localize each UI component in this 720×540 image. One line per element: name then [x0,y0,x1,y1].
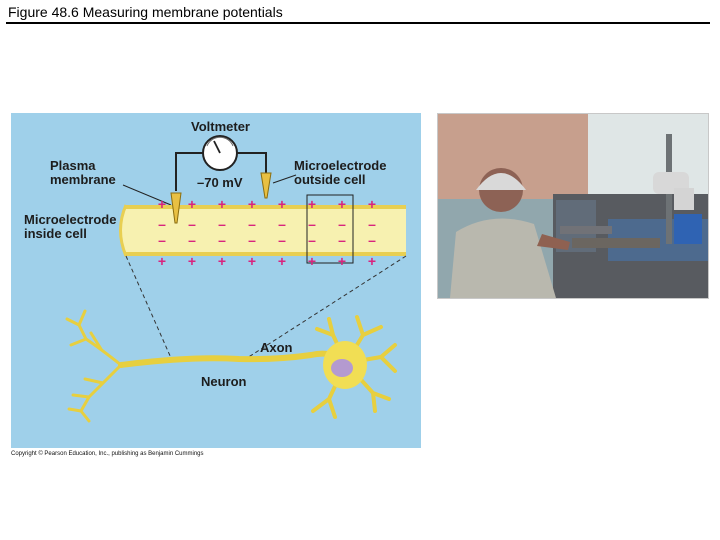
axon-label: Axon [260,340,293,355]
charge-minus-lower: – [308,232,316,248]
title-divider [6,22,710,24]
charge-minus-lower: – [218,232,226,248]
charge-minus-upper: – [308,216,316,232]
charge-minus-upper: – [278,216,286,232]
charge-minus-upper: – [218,216,226,232]
charge-plus-bottom: + [278,253,286,269]
voltmeter-icon [203,136,237,170]
charge-plus-bottom: + [158,253,166,269]
microelectrode-inside-label-line2: inside cell [24,226,87,241]
zoom-line-left [126,256,171,358]
charge-plus-top: + [278,196,286,212]
charge-plus-top: + [308,196,316,212]
charge-minus-lower: – [248,232,256,248]
charge-minus-lower: – [338,232,346,248]
charge-plus-bottom: + [338,253,346,269]
charge-plus-top: + [218,196,226,212]
lab-photo [437,113,709,299]
right-wire [237,153,266,173]
axon-segment-end [121,205,127,256]
diagram-canvas: Voltmeter –70 mV Plasma membrane Microel… [11,113,421,448]
microelectrode-inside-label-line1: Microelectrode [24,212,116,227]
microelectrode-outside-leader [273,175,296,183]
charge-plus-bottom: + [368,253,376,269]
charge-plus-top: + [248,196,256,212]
axon-membrane-bottom [126,252,406,256]
charge-plus-top: + [338,196,346,212]
axon-segment [126,208,406,253]
charge-plus-bottom: + [248,253,256,269]
membrane-potential-diagram: Voltmeter –70 mV Plasma membrane Microel… [11,113,421,448]
charge-minus-upper: – [188,216,196,232]
microelectrode-outside-label-line1: Microelectrode [294,158,386,173]
charge-minus-lower: – [188,232,196,248]
neuron-nucleus [331,359,353,377]
outside-microelectrode [261,173,271,198]
charge-minus-upper: – [158,216,166,232]
charge-plus-bottom: + [308,253,316,269]
charge-plus-top: + [188,196,196,212]
charge-minus-lower: – [278,232,286,248]
charge-minus-upper: – [368,216,376,232]
lab-photo-illustration [438,114,708,298]
plasma-membrane-label-line2: membrane [50,172,116,187]
axon-membrane-top [126,205,406,209]
charge-minus-upper: – [248,216,256,232]
charge-plus-bottom: + [188,253,196,269]
charge-minus-lower: – [158,232,166,248]
charge-plus-top: + [368,196,376,212]
copyright-notice: Copyright © Pearson Education, Inc., pub… [11,451,204,457]
plasma-membrane-label-line1: Plasma [50,158,96,173]
neuron-label: Neuron [201,374,247,389]
charge-plus-top: + [158,196,166,212]
microelectrode-outside-label-line2: outside cell [294,172,366,187]
voltage-reading: –70 mV [197,175,243,190]
voltmeter-label: Voltmeter [191,119,250,134]
charge-minus-upper: – [338,216,346,232]
charge-plus-bottom: + [218,253,226,269]
charge-minus-lower: – [368,232,376,248]
figure-title: Figure 48.6 Measuring membrane potential… [8,4,283,20]
